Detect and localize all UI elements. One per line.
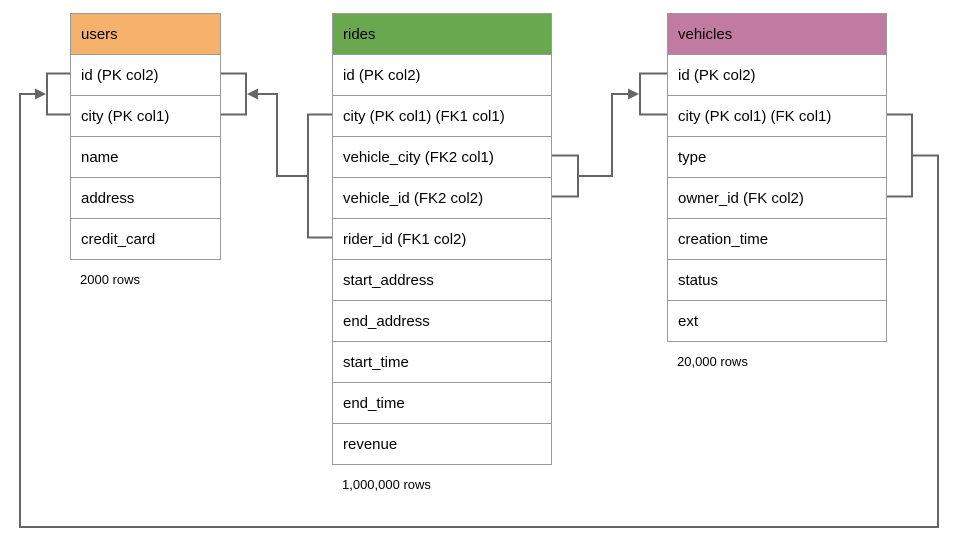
table-vehicles-box: vehicles id (PK col2) city (PK col1) (FK… <box>667 13 887 342</box>
column-label: name <box>81 148 119 166</box>
table-row: city (PK col1) (FK1 col1) <box>333 95 551 136</box>
column-label: owner_id (FK col2) <box>678 189 804 207</box>
table-row: credit_card <box>71 218 220 259</box>
arrowhead-right-icon <box>628 88 639 100</box>
column-label: revenue <box>343 435 398 453</box>
column-label: credit_card <box>81 230 156 248</box>
table-row: owner_id (FK col2) <box>668 177 886 218</box>
table-users: users id (PK col2) city (PK col1) name a… <box>70 13 221 287</box>
table-row: start_address <box>333 259 551 300</box>
table-vehicles: vehicles id (PK col2) city (PK col1) (FK… <box>667 13 887 369</box>
table-row: id (PK col2) <box>333 54 551 95</box>
table-row: rider_id (FK1 col2) <box>333 218 551 259</box>
column-label: id (PK col2) <box>343 66 421 84</box>
table-title: vehicles <box>678 25 733 43</box>
table-row: status <box>668 259 886 300</box>
column-label: address <box>81 189 135 207</box>
fk1-rides-to-users-connector <box>221 72 332 239</box>
table-row: type <box>668 136 886 177</box>
column-label: start_time <box>343 353 409 371</box>
column-label: end_time <box>343 394 405 412</box>
table-users-header: users <box>71 14 220 54</box>
table-row: city (PK col1) <box>71 95 220 136</box>
table-vehicles-header: vehicles <box>668 14 886 54</box>
column-label: type <box>678 148 707 166</box>
table-title: rides <box>343 25 376 43</box>
table-row: name <box>71 136 220 177</box>
table-row: id (PK col2) <box>71 54 220 95</box>
table-title: users <box>81 25 118 43</box>
column-label: id (PK col2) <box>81 66 159 84</box>
arrowhead-right-icon <box>35 88 46 100</box>
column-label: rider_id (FK1 col2) <box>343 230 467 248</box>
table-row: vehicle_id (FK2 col2) <box>333 177 551 218</box>
table-rides: rides id (PK col2) city (PK col1) (FK1 c… <box>332 13 552 492</box>
column-label: vehicle_city (FK2 col1) <box>343 148 494 166</box>
column-label: id (PK col2) <box>678 66 756 84</box>
table-row: vehicle_city (FK2 col1) <box>333 136 551 177</box>
column-label: city (PK col1) (FK col1) <box>678 107 832 125</box>
fk2-rides-to-vehicles-connector <box>552 72 667 198</box>
arrowhead-left-icon <box>247 88 258 100</box>
column-label: city (PK col1) (FK1 col1) <box>343 107 505 125</box>
table-rides-header: rides <box>333 14 551 54</box>
table-users-box: users id (PK col2) city (PK col1) name a… <box>70 13 221 260</box>
column-label: status <box>678 271 719 289</box>
row-count-label: 2000 rows <box>80 272 140 287</box>
column-label: end_address <box>343 312 430 330</box>
table-row: id (PK col2) <box>668 54 886 95</box>
table-rides-box: rides id (PK col2) city (PK col1) (FK1 c… <box>332 13 552 465</box>
table-row: address <box>71 177 220 218</box>
fk-vehicles-to-users-connector <box>19 72 939 528</box>
column-label: creation_time <box>678 230 769 248</box>
table-row: start_time <box>333 341 551 382</box>
column-label: city (PK col1) <box>81 107 170 125</box>
table-row: ext <box>668 300 886 341</box>
column-label: start_address <box>343 271 434 289</box>
table-row: creation_time <box>668 218 886 259</box>
table-row: end_time <box>333 382 551 423</box>
table-row: city (PK col1) (FK col1) <box>668 95 886 136</box>
column-label: ext <box>678 312 699 330</box>
table-row: revenue <box>333 423 551 464</box>
table-row: end_address <box>333 300 551 341</box>
row-count-label: 1,000,000 rows <box>342 477 431 492</box>
column-label: vehicle_id (FK2 col2) <box>343 189 484 207</box>
row-count-label: 20,000 rows <box>677 354 748 369</box>
